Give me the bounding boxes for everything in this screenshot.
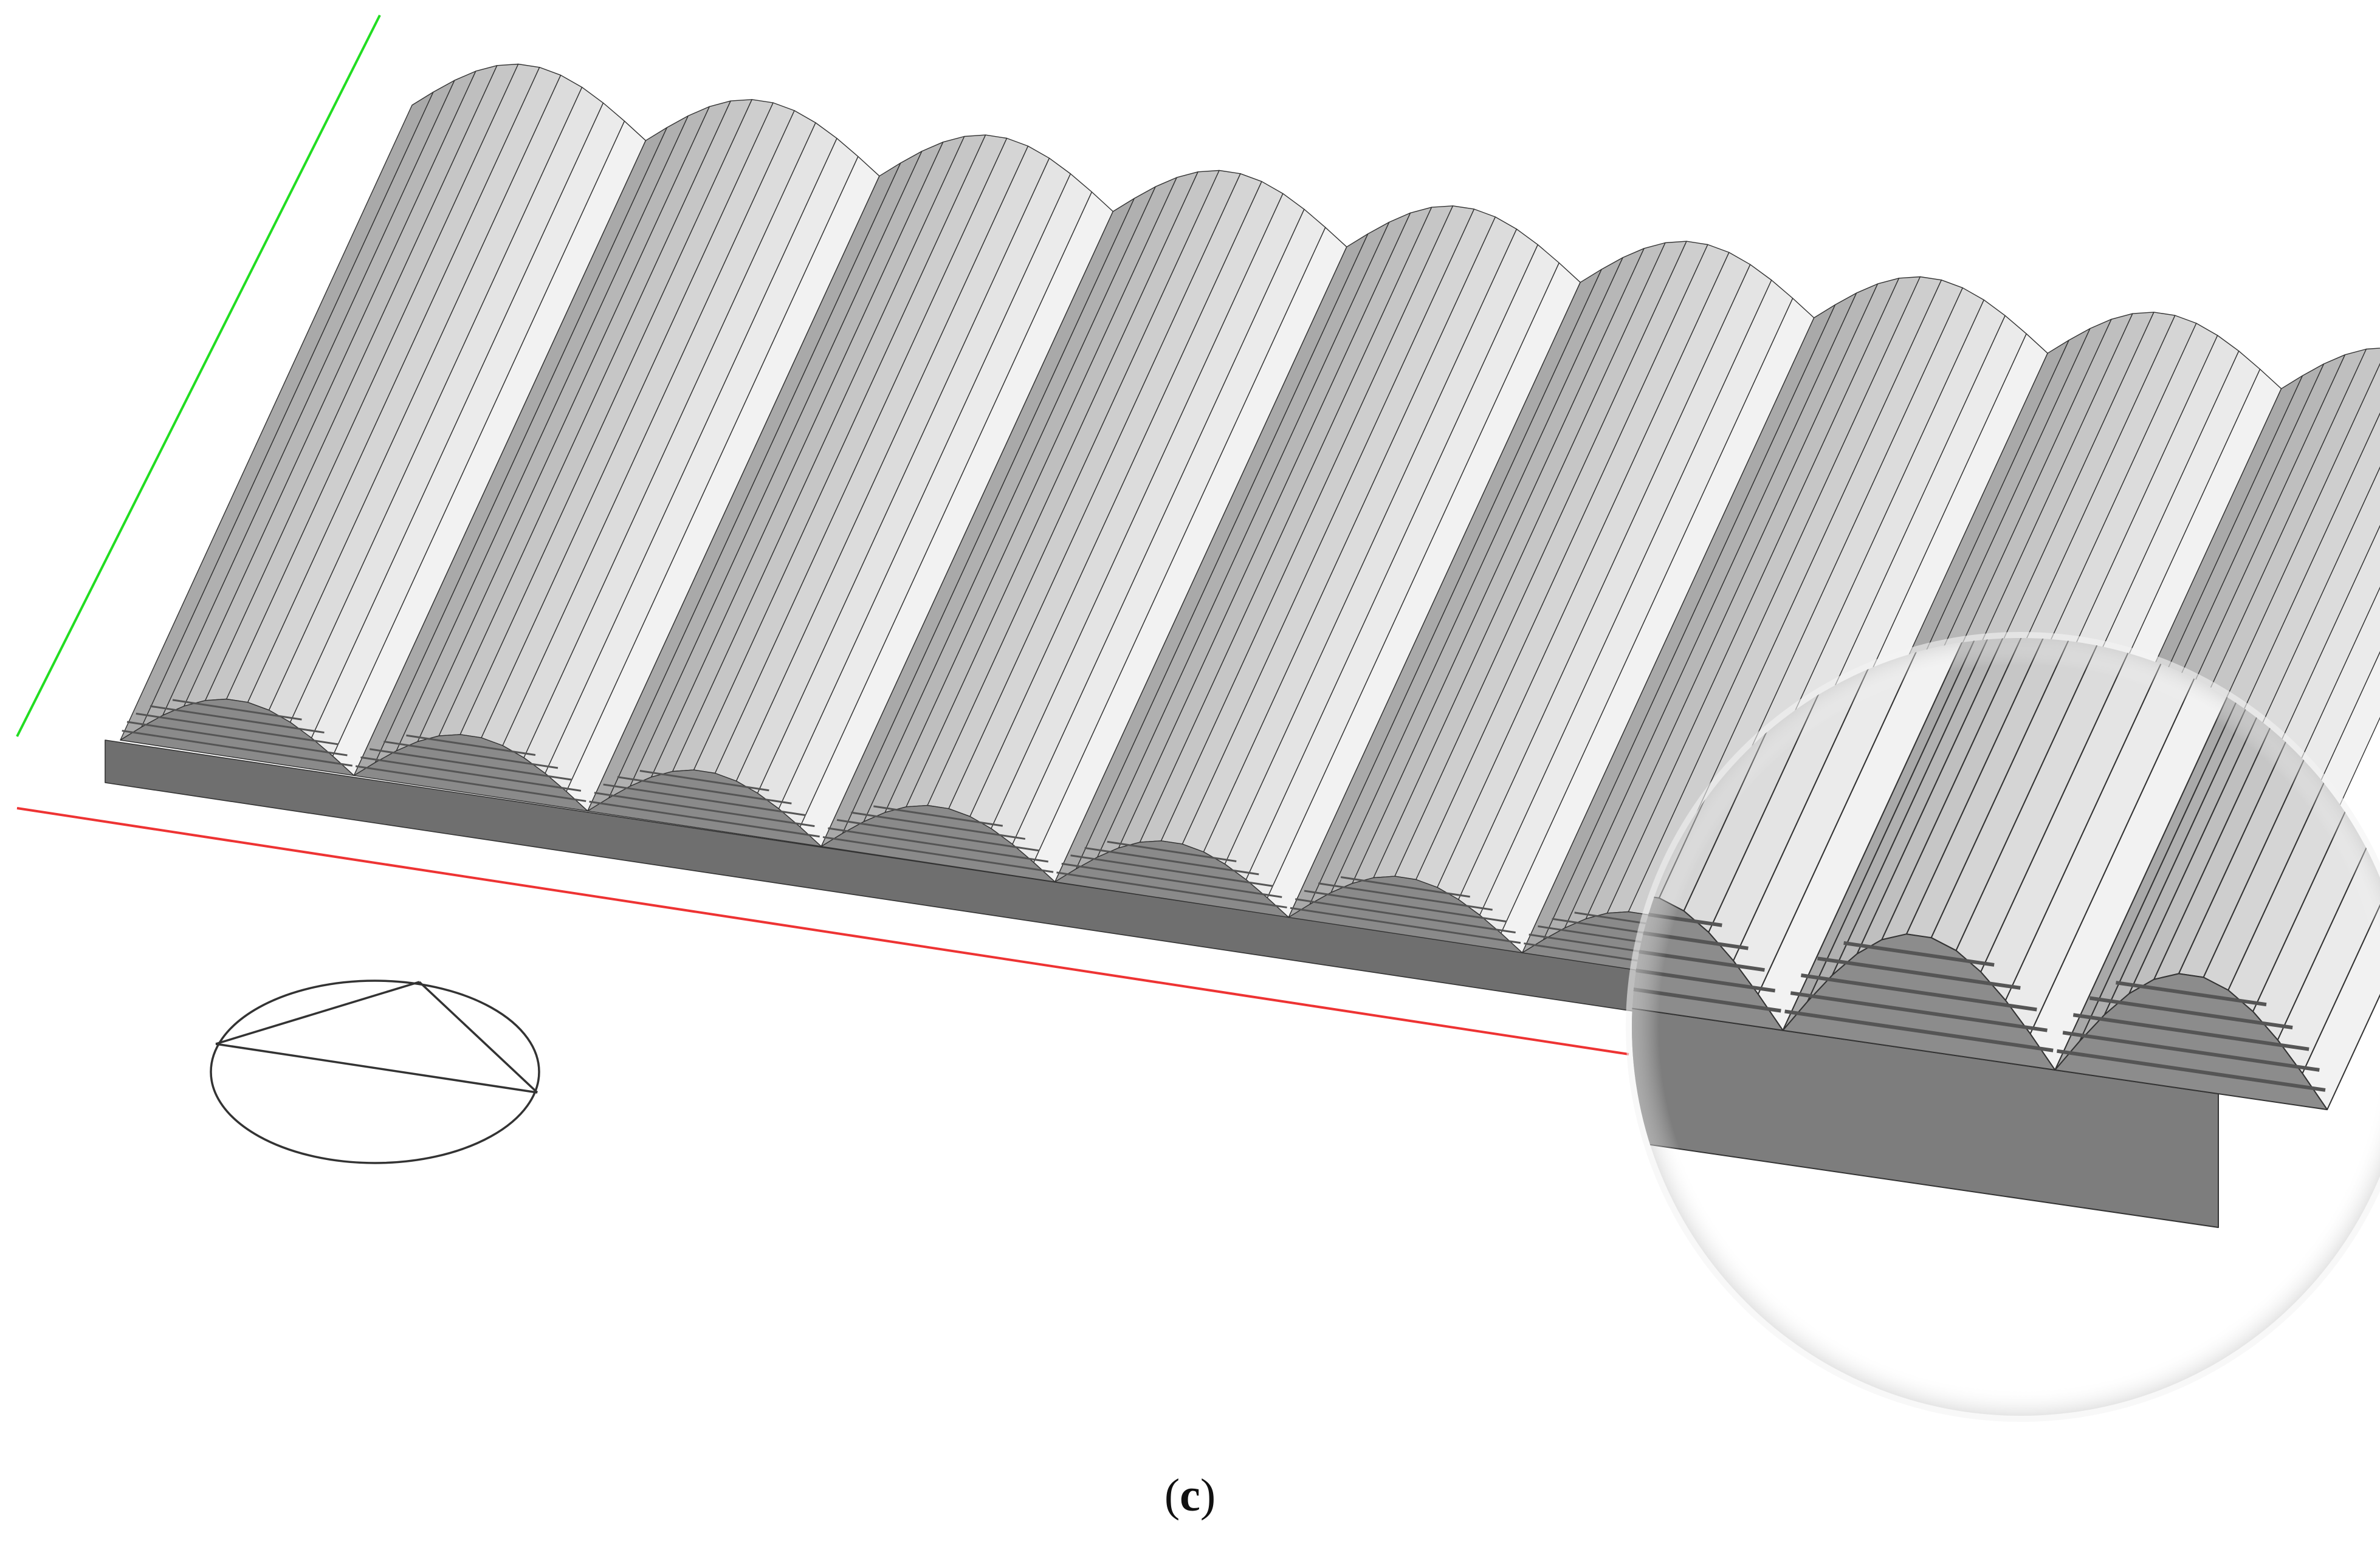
layer-line (360, 756, 582, 792)
layer-line (822, 836, 1054, 873)
layer-line (1070, 854, 1273, 887)
ridge (1288, 241, 1815, 953)
layer-line (603, 783, 806, 817)
layer-line (851, 811, 1026, 840)
layer-line (355, 765, 586, 802)
layer-line (828, 827, 1049, 863)
layer-line (136, 712, 339, 746)
layer-line (1084, 846, 1259, 876)
layer-line (369, 748, 573, 781)
viewcube-orientation-icon (210, 980, 540, 1164)
layer-line (1340, 876, 1470, 898)
layer-line (122, 730, 353, 767)
layer-line (1295, 898, 1516, 934)
layer-line (1107, 840, 1237, 862)
ridge (820, 170, 1347, 883)
layer-line (150, 705, 325, 734)
panel-label: (c) (0, 1469, 2380, 1522)
layer-line (1318, 882, 1493, 911)
layer-line (1056, 871, 1287, 908)
green-axis-line (16, 15, 381, 737)
layer-line (406, 734, 536, 756)
layer-line (383, 740, 559, 769)
ridge (353, 99, 880, 812)
layer-line (1061, 862, 1282, 898)
layer-line (873, 805, 1003, 827)
panel-label-open: ( (1164, 1470, 1180, 1521)
layer-line (617, 776, 792, 805)
layer-line (1290, 907, 1521, 944)
ridge (587, 134, 1114, 847)
panel-label-letter: c (1180, 1470, 1200, 1521)
layer-line (639, 770, 769, 792)
panel-label-close: ) (1200, 1470, 1216, 1521)
layer-line (594, 792, 815, 828)
layer-line (172, 699, 302, 721)
layer-line (589, 800, 820, 838)
layer-line (126, 721, 348, 757)
ridge (120, 63, 647, 777)
layer-line (1304, 890, 1507, 923)
red-axis-line (16, 807, 1629, 1055)
ridge (1054, 205, 1581, 918)
layer-line (836, 818, 1040, 852)
